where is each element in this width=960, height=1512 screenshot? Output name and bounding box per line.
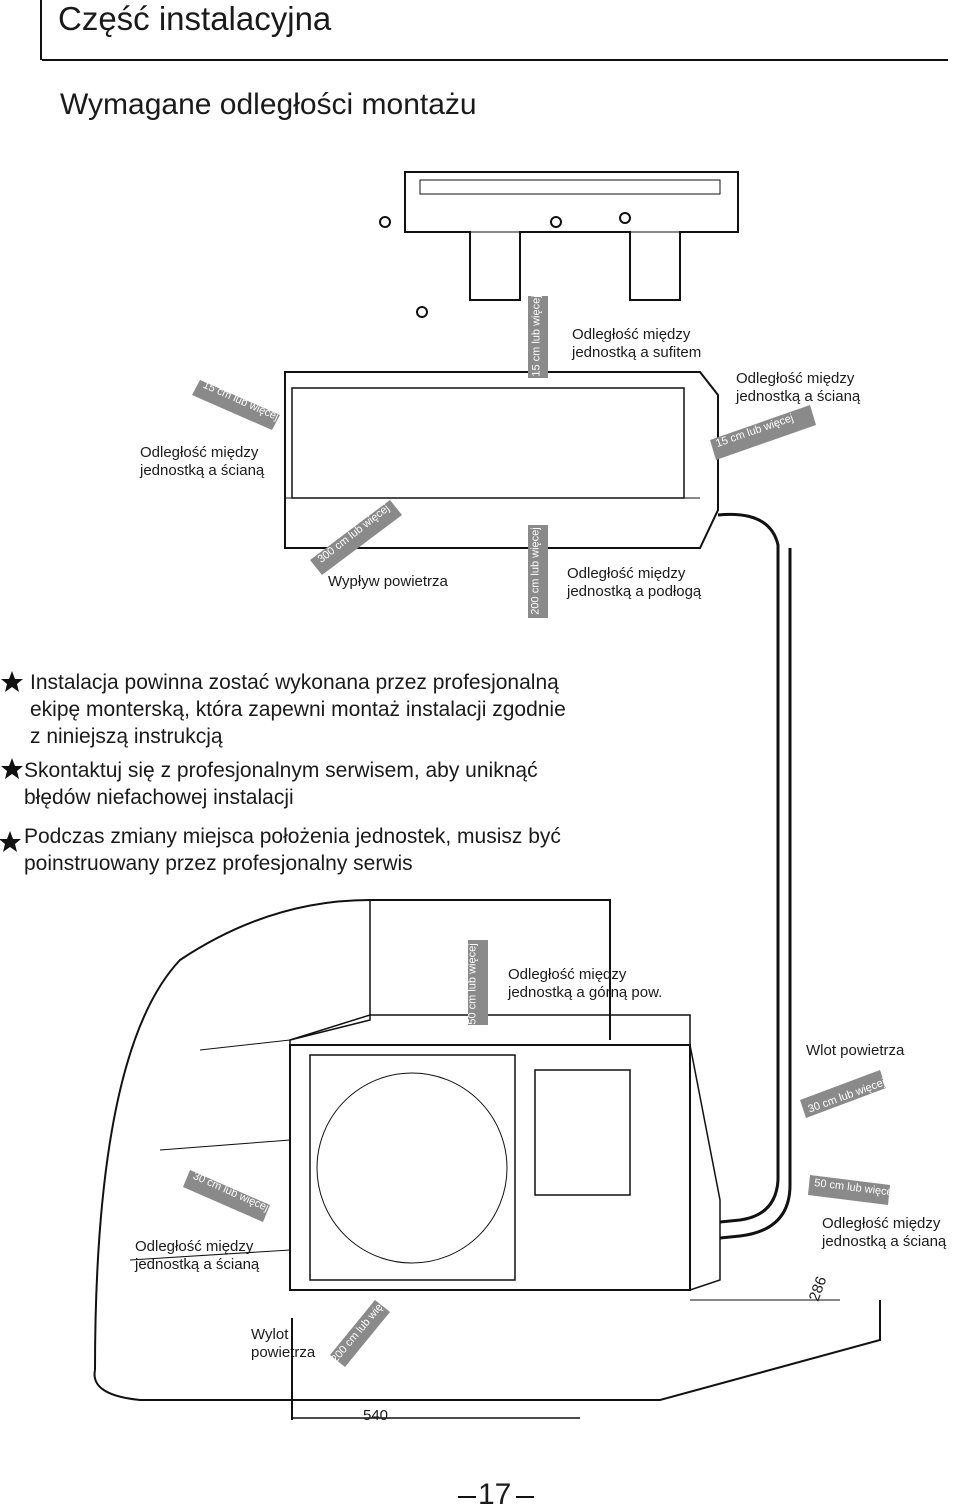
note-1: Instalacja powinna zostać wykonana przez… [30, 669, 566, 750]
header-rule-vertical [40, 0, 42, 60]
arrow-top [468, 940, 488, 1025]
label-wall-right: Odległość między jednostką a ścianą [736, 370, 860, 406]
label-wall-right-line2: jednostką a ścianą [736, 388, 861, 405]
dim-ceiling: 15 cm lub więcej [530, 295, 543, 377]
label-floor-line1: Odległość między [567, 565, 686, 582]
outdoor-unit [289, 1044, 691, 1291]
label-floor-line2: jednostką a podłogą [567, 583, 702, 600]
label-outlet-line1: Wylot [251, 1326, 289, 1343]
label-ceiling-line2: jednostką a sufitem [572, 344, 702, 361]
star-icon [0, 831, 21, 852]
label-outlet: Wylot powietrza [251, 1326, 315, 1362]
note-3-line2: poinstruowany przez profesjonalny serwis [24, 852, 413, 875]
star-icon [1, 758, 23, 779]
label-outdoor-wall-left-line1: Odległość między [135, 1238, 254, 1255]
measure-width: 540 [363, 1407, 389, 1424]
label-wall-left-line2: jednostką a ścianą [140, 462, 265, 479]
arrow-airflow [310, 500, 402, 575]
label-outlet-line2: powietrza [251, 1344, 316, 1361]
label-outdoor-top-line1: Odległość między [508, 966, 627, 983]
page-title: Część instalacyjna [58, 0, 332, 37]
label-floor: Odległość między jednostką a podłogą [567, 565, 701, 601]
note-2-line2: błędów niefachowej instalacji [24, 786, 294, 809]
note-3-line1: Podczas zmiany miejsca położenia jednost… [24, 825, 561, 848]
label-outdoor-wall-right: Odległość między jednostką a ścianą [822, 1215, 946, 1251]
label-ceiling-line1: Odległość między [572, 326, 691, 343]
label-wall-right-line1: Odległość między [736, 370, 855, 387]
label-airflow: Wypływ powietrza [328, 573, 448, 590]
indoor-unit [284, 371, 719, 549]
label-outdoor-wall-right-line1: Odległość między [822, 1215, 941, 1232]
arrow-ceiling [528, 296, 548, 378]
arrow-floor [528, 525, 548, 618]
arrow-out-right [808, 1175, 890, 1205]
dim-floor: 200 cm lub więcej [529, 527, 542, 615]
label-ceiling: Odległość między jednostką a sufitem [572, 326, 701, 362]
page-number: 17 [478, 1478, 512, 1511]
note-3: Podczas zmiany miejsca położenia jednost… [24, 823, 561, 877]
section-title: Wymagane odległości montażu [60, 88, 477, 121]
label-outdoor-wall-left-line2: jednostką a ścianą [135, 1256, 260, 1273]
arrow-inlet [800, 1070, 886, 1118]
header-rule [42, 59, 948, 61]
star-icon [1, 671, 23, 692]
pipe [717, 512, 780, 1224]
label-outdoor-top-line2: jednostką a górną pow. [508, 984, 663, 1001]
arrow-outlet [330, 1300, 390, 1367]
note-2: Skontaktuj się z profesjonalnym serwisem… [24, 757, 538, 811]
note-1-line2: ekipę monterską, która zapewni montaż in… [30, 698, 566, 721]
arrow-right [710, 405, 816, 460]
note-1-line3: z niniejszą instrukcją [30, 725, 223, 748]
label-wall-left: Odległość między jednostką a ścianą [140, 444, 264, 480]
label-inlet: Wlot powietrza [806, 1042, 905, 1059]
arrow-out-left [183, 1170, 270, 1222]
label-outdoor-wall-right-line2: jednostką a ścianą [822, 1233, 947, 1250]
note-1-line1: Instalacja powinna zostać wykonana przez… [30, 671, 559, 694]
label-outdoor-top: Odległość między jednostką a górną pow. [508, 966, 662, 1002]
note-2-line1: Skontaktuj się z profesjonalnym serwisem… [24, 759, 538, 782]
mounting-plate [404, 171, 739, 301]
label-outdoor-wall-left: Odległość między jednostką a ścianą [135, 1238, 259, 1274]
label-wall-left-line1: Odległość między [140, 444, 259, 461]
dim-outdoor-top: 50 cm lub więcej [466, 943, 479, 1025]
arrow-left [192, 380, 280, 430]
